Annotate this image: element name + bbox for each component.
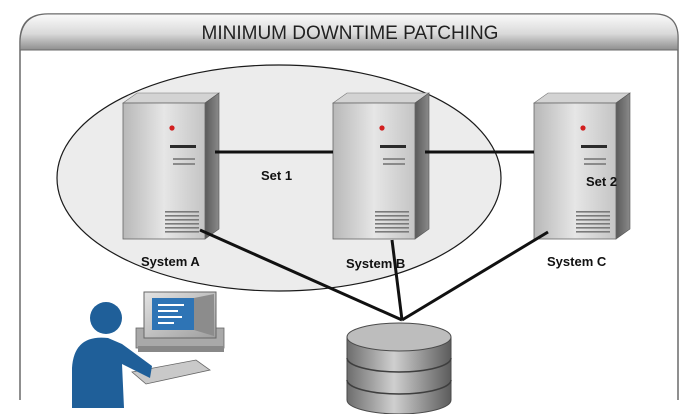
system-b-server-icon [332, 92, 430, 240]
administrator-icon [72, 291, 225, 408]
system-a-label: System A [141, 254, 200, 269]
system-a-server-icon [122, 92, 220, 240]
link-a-db [199, 228, 403, 322]
system-c-label: System C [547, 254, 607, 269]
set1-label: Set 1 [261, 168, 292, 183]
database-icon [346, 322, 452, 414]
set2-label: Set 2 [586, 174, 617, 189]
system-c-server-icon [533, 92, 631, 240]
system-b-label: System B [346, 256, 405, 271]
link-b-db [390, 239, 404, 321]
diagram-title: MINIMUM DOWNTIME PATCHING [202, 23, 499, 44]
link-c-db [401, 230, 549, 322]
header-bar [19, 13, 679, 51]
